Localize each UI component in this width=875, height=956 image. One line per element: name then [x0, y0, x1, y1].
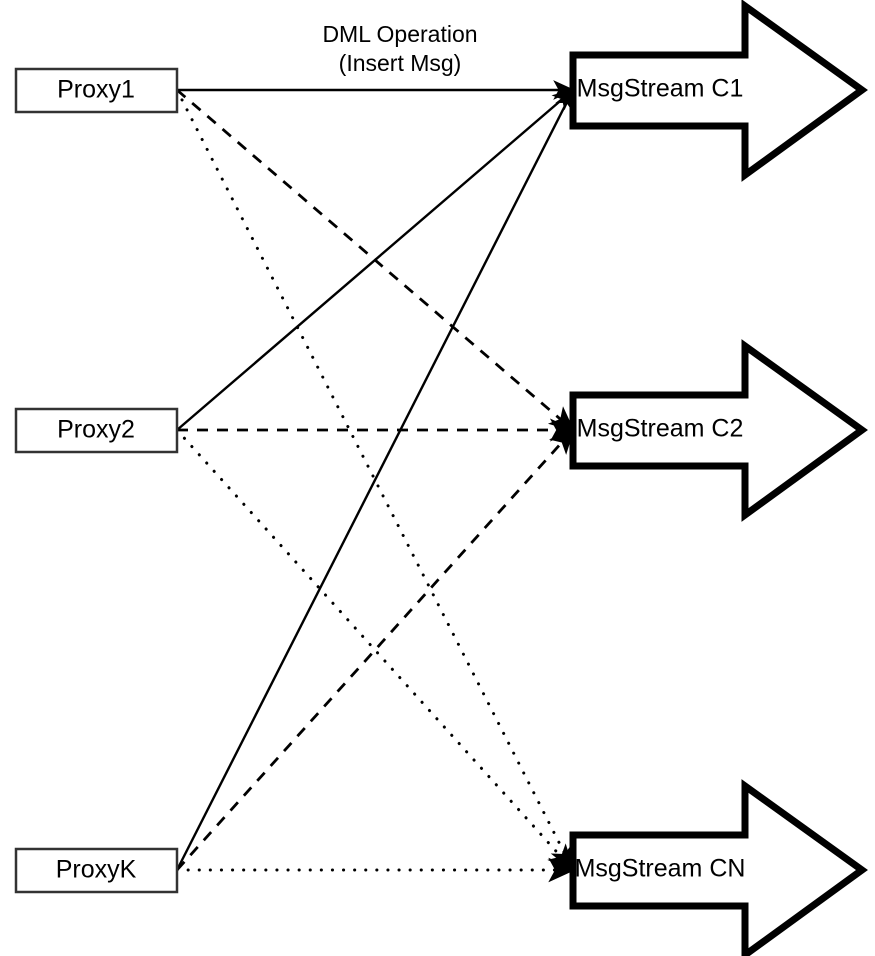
connector-link-pk-c1: [175, 88, 575, 871]
msgstream-label: MsgStream C2: [577, 415, 744, 443]
msgstream-label: MsgStream CN: [575, 855, 746, 883]
proxy-label: Proxy1: [57, 76, 135, 104]
proxy-node-proxy1[interactable]: Proxy1: [14, 67, 179, 114]
proxy-box-shape: [14, 847, 179, 894]
msgstream-stream-cn[interactable]: MsgStream CN: [569, 779, 868, 956]
connector-group: [175, 80, 576, 883]
edge-label-line1: DML Operation: [322, 21, 477, 47]
connector-line-dotted: [175, 88, 575, 873]
msgstream-stream-c2[interactable]: MsgStream C2: [569, 339, 868, 522]
msgstream-arrow-shape: [569, 779, 868, 956]
connector-line-dotted: [175, 428, 575, 872]
msgstream-stream-c1[interactable]: MsgStream C1: [569, 0, 868, 182]
connector-link-p1-c2: [176, 88, 575, 432]
msgstream-arrow-shape: [569, 339, 868, 522]
proxy-label: Proxy2: [57, 416, 135, 444]
proxy-label: ProxyK: [56, 856, 137, 884]
proxy-node-proxyK[interactable]: ProxyK: [14, 847, 179, 894]
connector-link-p1-cn: [175, 88, 575, 873]
proxy-node-proxy2[interactable]: Proxy2: [14, 407, 179, 454]
proxy-box-shape: [14, 407, 179, 454]
connector-line-solid: [175, 88, 575, 871]
connector-line-dashed: [176, 88, 575, 432]
connector-link-p2-cn: [175, 428, 575, 872]
msgstream-label: MsgStream C1: [577, 75, 744, 103]
edge-label-line2: (Insert Msg): [339, 50, 462, 76]
msgstream-group: MsgStream C1 MsgStream C2 MsgStream CN: [569, 0, 868, 956]
proxy-box-shape: [14, 67, 179, 114]
edge-label-dml-operation: DML Operation (Insert Msg): [322, 21, 477, 76]
msgstream-arrow-shape: [569, 0, 868, 182]
